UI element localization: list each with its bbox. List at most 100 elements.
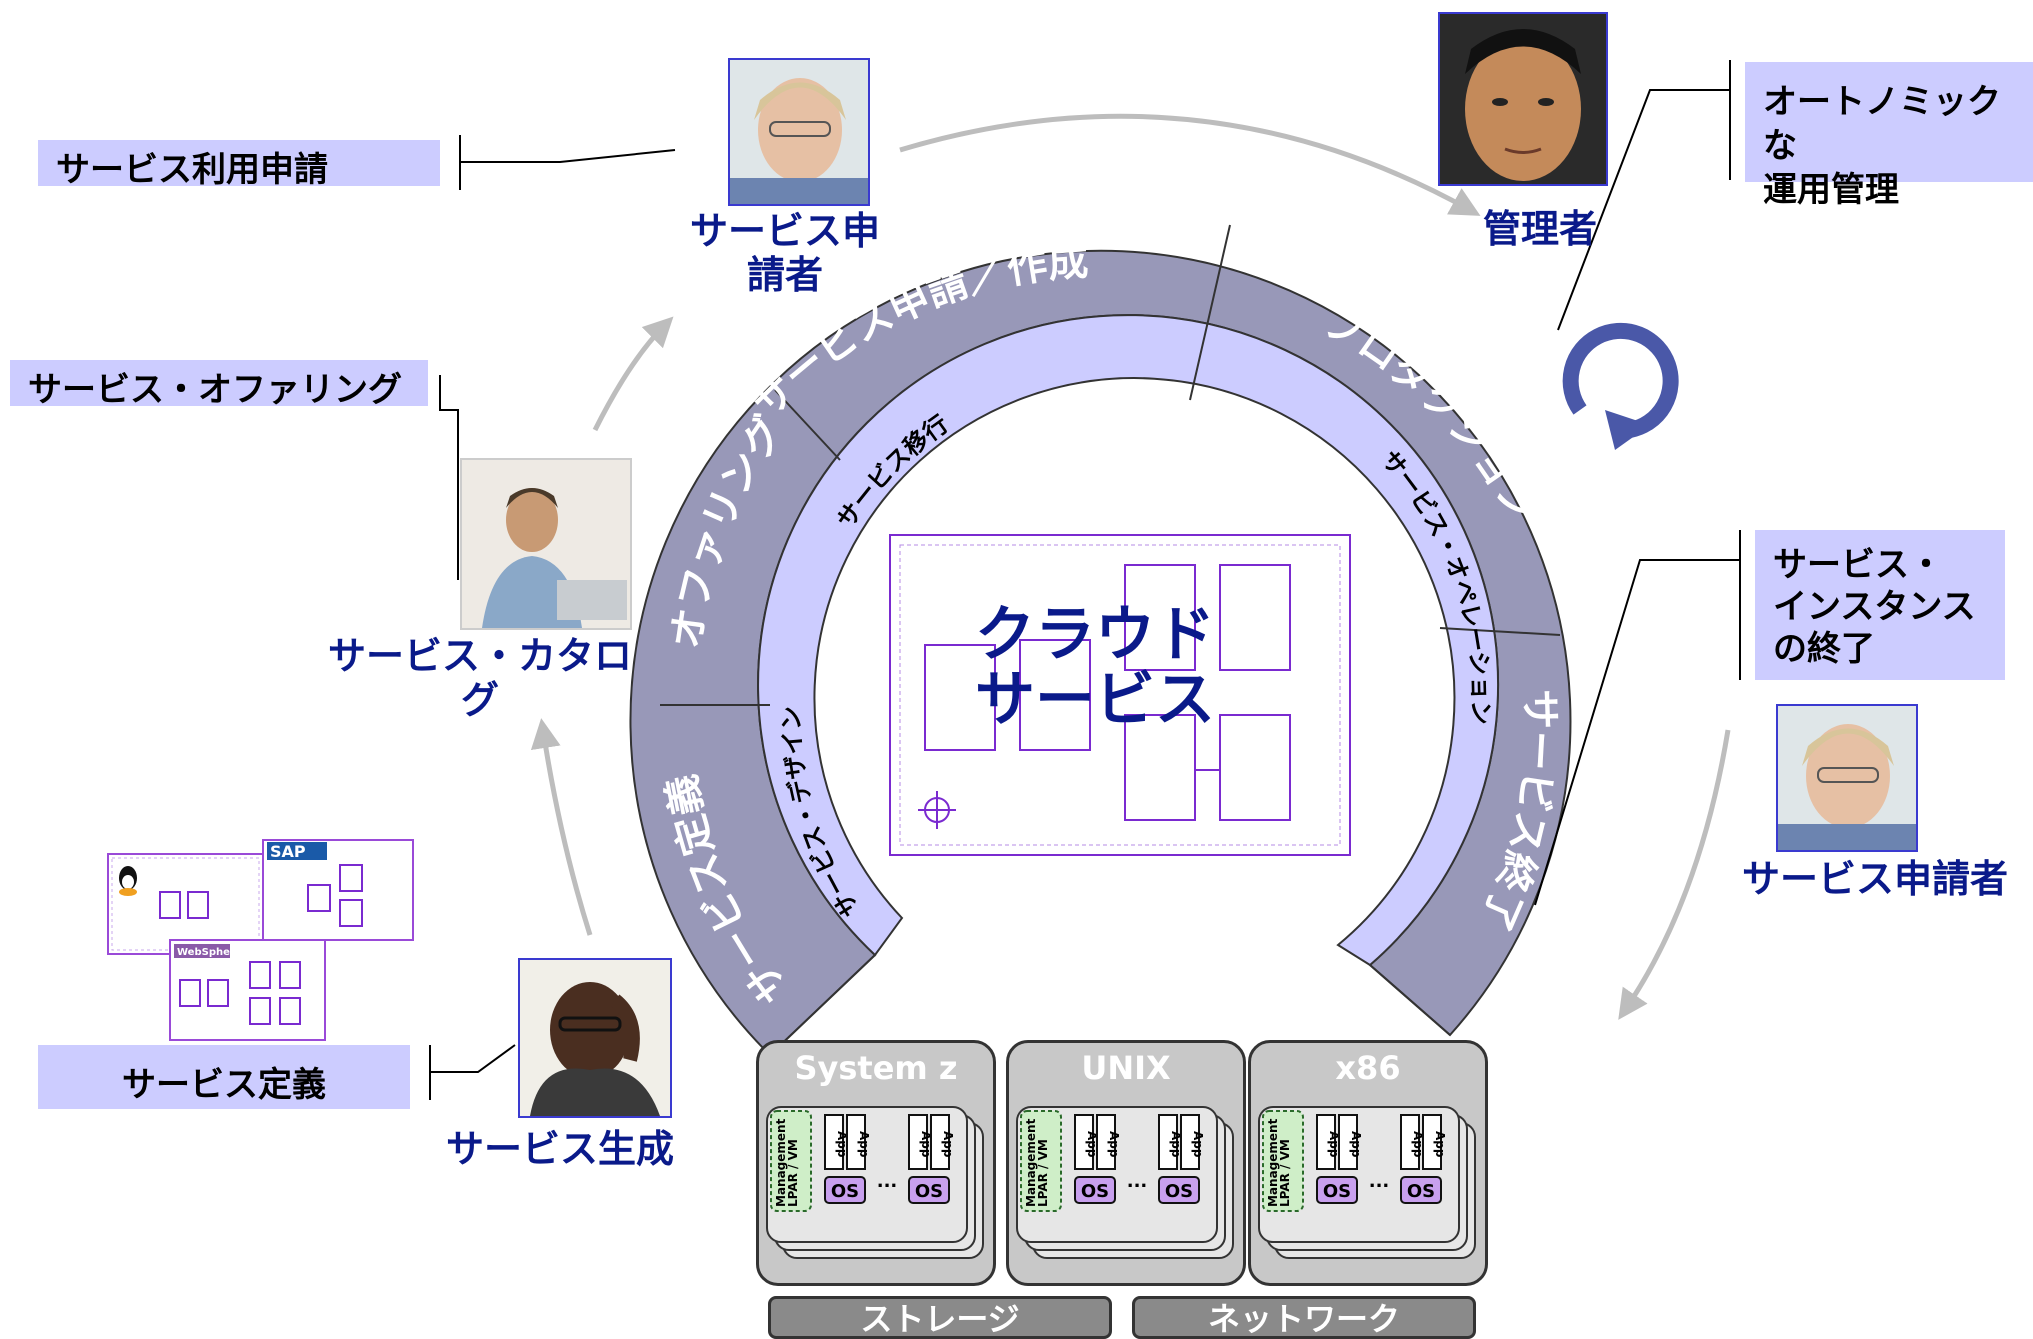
admin-caption: 管理者 [1482,207,1597,251]
storage-bar: ストレージ [768,1296,1112,1339]
requester-top-line1: サービス申 [689,209,880,253]
flow-arrow-top [899,113,1481,216]
service-offering-label: サービス・オファリング [10,360,428,410]
app-label: App [1327,1131,1341,1158]
app-label: App [835,1131,849,1158]
center-title-line1: クラウド [975,600,1215,670]
network-bar: ネットワーク [1132,1296,1476,1339]
generator-caption: サービス生成 [445,1127,674,1171]
autonomic-line1: オートノミックな [1763,82,2001,166]
app-box [908,1114,928,1170]
app-label: App [1433,1131,1447,1158]
app-label: App [919,1131,933,1158]
crosshair-icon [918,791,956,829]
app-label: App [941,1131,955,1158]
instance-end-line3: の終了 [1773,629,1875,669]
topology-boxes [924,564,1291,821]
os-label: OS [831,1181,859,1202]
admin-photo [1438,12,1608,186]
service-definition-label: サービス定義 [38,1045,410,1109]
os-box [908,1176,950,1204]
requester-top-caption: サービス申 請者 [660,209,910,297]
app-box [1400,1114,1420,1170]
os-label: OS [1407,1181,1435,1202]
ellipsis-label: ... [877,1171,898,1192]
ring-divider [1439,627,1561,636]
catalog-photo [460,458,632,630]
connector-line [459,135,676,190]
platform-title: System z [794,1049,958,1087]
app-box [846,1114,866,1170]
os-box [1074,1176,1116,1204]
app-box [1158,1114,1178,1170]
center-title-line2: サービス [975,665,1215,735]
app-label: App [857,1131,871,1158]
management-label: Management [774,1118,788,1207]
autonomic-line2: 運用管理 [1763,170,1899,210]
platform-title: UNIX [1081,1049,1171,1087]
app-box [1422,1114,1442,1170]
ring-inner-band [757,314,1500,967]
refresh-icon [1562,322,1679,450]
template-websphere: WebSphere [169,939,326,1041]
app-box [1316,1114,1336,1170]
app-box [930,1114,950,1170]
management-box [770,1110,812,1212]
flow-arrow-left-lower [530,718,593,936]
flow-arrow-right [1618,729,1731,1020]
os-box [1316,1176,1358,1204]
instance-end-line2: インスタンス [1773,587,1976,627]
app-label: App [1191,1131,1205,1158]
management-label: Management [1266,1118,1280,1207]
app-box [1180,1114,1200,1170]
os-label: OS [1165,1181,1193,1202]
ellipsis-label: ... [1369,1171,1390,1192]
lpar-vm-label: LPAR / VM [1278,1139,1292,1207]
generator-photo [518,958,672,1118]
app-box [1074,1114,1094,1170]
service-request-label: サービス利用申請 [38,140,440,190]
websphere-logo-text: WebSphere [177,947,242,958]
ring-divider [769,954,876,1056]
connector-line [1534,530,1741,906]
app-label: App [1349,1131,1363,1158]
penguin-icon [119,866,137,896]
instance-termination-label: サービス・ インスタンス の終了 [1755,530,2005,680]
os-box [1158,1176,1200,1204]
app-label: App [1169,1131,1183,1158]
platform-title: x86 [1335,1049,1401,1087]
connector-line [439,375,459,580]
cloud-service-panel-inner [899,544,1341,846]
ring-divider [774,389,841,461]
template-sap: SAP [262,839,414,941]
ellipsis-label: ... [1127,1171,1148,1192]
autonomic-management-label: オートノミックな 運用管理 [1745,62,2033,210]
requester-right-caption: サービス申請者 [1741,857,2008,901]
catalog-caption: サービス・カタログ [327,634,632,722]
app-label: App [1085,1131,1099,1158]
app-label: App [1411,1131,1425,1158]
os-label: OS [1323,1181,1351,1202]
connector-line [429,1044,516,1100]
app-box [1096,1114,1116,1170]
requester-top-line2: 請者 [746,252,823,297]
ring-divider [1369,964,1451,1036]
os-label: OS [1081,1181,1109,1202]
app-label: App [1107,1131,1121,1158]
flow-arrow-left-upper [592,316,674,432]
connector-line [1557,60,1731,331]
sap-logo-text: SAP [270,842,306,861]
requester-photo-right [1776,704,1918,852]
lpar-vm-label: LPAR / VM [1036,1139,1050,1207]
instance-end-line1: サービス・ [1773,545,1943,585]
os-box [824,1176,866,1204]
app-box [1338,1114,1358,1170]
management-box [1262,1110,1304,1212]
